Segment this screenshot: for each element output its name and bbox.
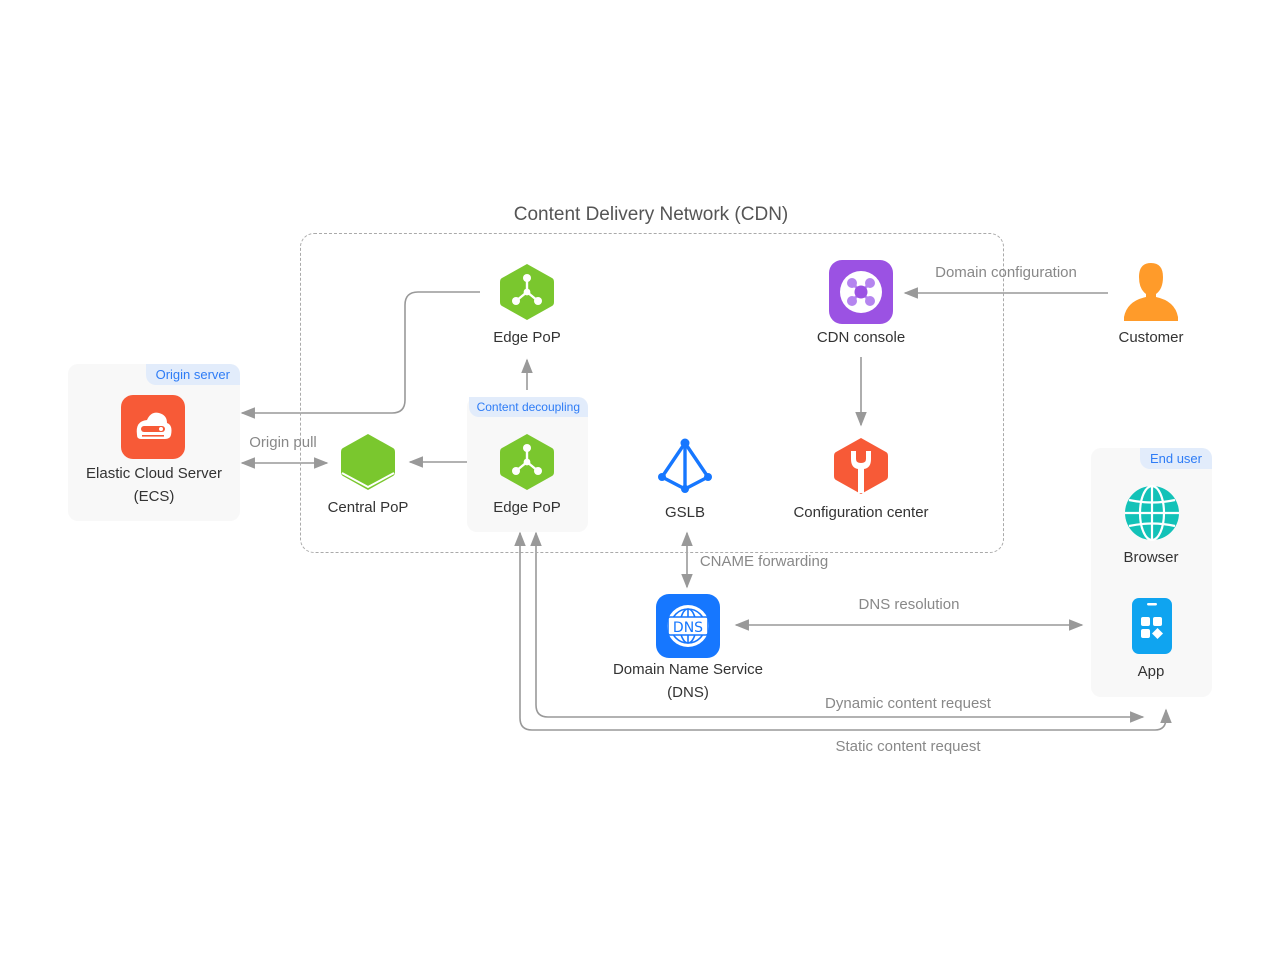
- dns-label-line1: Domain Name Service: [612, 661, 764, 678]
- configuration-center-label: Configuration center: [793, 504, 929, 521]
- browser-label: Browser: [1123, 549, 1179, 566]
- dns-label: Domain Name Service (DNS): [613, 661, 763, 701]
- cdn-console-icon[interactable]: [829, 260, 893, 329]
- content-decoupling-group: Content decoupling: [467, 397, 588, 532]
- cdn-boundary: [300, 233, 1004, 553]
- cdn-console-label: CDN console: [816, 329, 906, 346]
- central-pop-icon[interactable]: [341, 433, 395, 496]
- domain-configuration-label: Domain configuration: [935, 264, 1077, 281]
- central-pop-label: Central PoP: [327, 499, 409, 516]
- static-request-line: [514, 531, 1172, 731]
- ecs-label-line1: Elastic Cloud Server: [86, 465, 222, 482]
- cname-forwarding-label: CNAME forwarding: [699, 553, 829, 570]
- ecs-label: Elastic Cloud Server (ECS): [86, 465, 222, 505]
- gslb-icon[interactable]: [657, 437, 713, 500]
- ecs-label-line2: (ECS): [133, 488, 175, 505]
- app-icon[interactable]: [1132, 598, 1172, 659]
- app-label: App: [1137, 663, 1165, 680]
- dns-resolution-label: DNS resolution: [858, 596, 960, 613]
- edge-top-to-ecs-line: [240, 291, 480, 419]
- diagram-title: Content Delivery Network (CDN): [513, 204, 789, 225]
- edge-pop-bottom-icon[interactable]: [500, 433, 554, 496]
- content-decoupling-tag: Content decoupling: [468, 397, 588, 417]
- end-user-tag: End user: [1139, 448, 1212, 469]
- dns-icon-text: DNS: [673, 620, 703, 636]
- dns-label-line2: (DNS): [667, 684, 709, 701]
- edge-pop-top-icon[interactable]: [500, 263, 554, 326]
- browser-icon[interactable]: [1124, 484, 1180, 546]
- origin-server-tag: Origin server: [145, 364, 240, 385]
- dynamic-content-request-label: Dynamic content request: [825, 695, 991, 712]
- customer-icon[interactable]: [1123, 261, 1179, 326]
- origin-pull-label: Origin pull: [249, 434, 317, 451]
- edge-pop-top-label: Edge PoP: [493, 329, 561, 346]
- static-content-request-label: Static content request: [835, 738, 981, 755]
- dns-icon[interactable]: DNS: [656, 594, 720, 663]
- configuration-center-icon[interactable]: [834, 437, 888, 500]
- gslb-label: GSLB: [664, 504, 706, 521]
- customer-label: Customer: [1118, 329, 1184, 346]
- edge-pop-bottom-label: Edge PoP: [493, 499, 561, 516]
- ecs-icon[interactable]: [121, 395, 185, 464]
